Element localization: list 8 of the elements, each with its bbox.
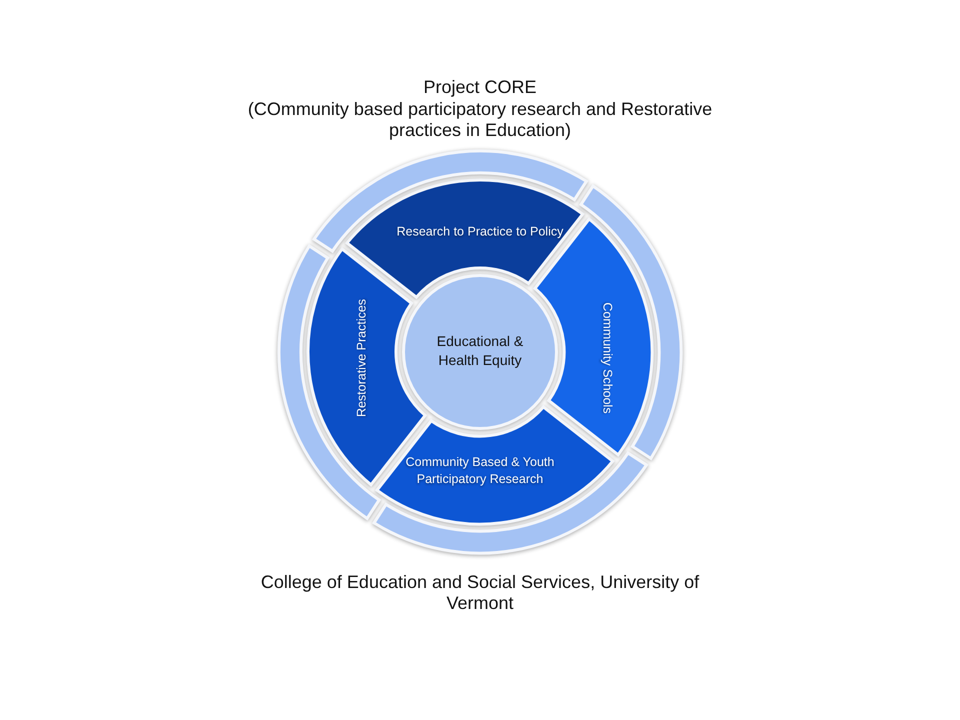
caption: College of Education and Social Services, University of Vermont <box>260 572 700 614</box>
segment-label: Research to Practice to Policy <box>396 224 564 240</box>
segment-label: Restorative Practices <box>354 298 370 418</box>
subtitle: (COmmunity based participatory research and Restorative practices in Education) <box>246 99 714 141</box>
diagram-title: Project CORE <box>423 77 537 98</box>
segment-label: Community Based & Youth Participatory Research <box>404 454 555 488</box>
segment-label: Community Schools <box>599 302 616 414</box>
center-label: Educational & Health Equity <box>436 332 524 370</box>
